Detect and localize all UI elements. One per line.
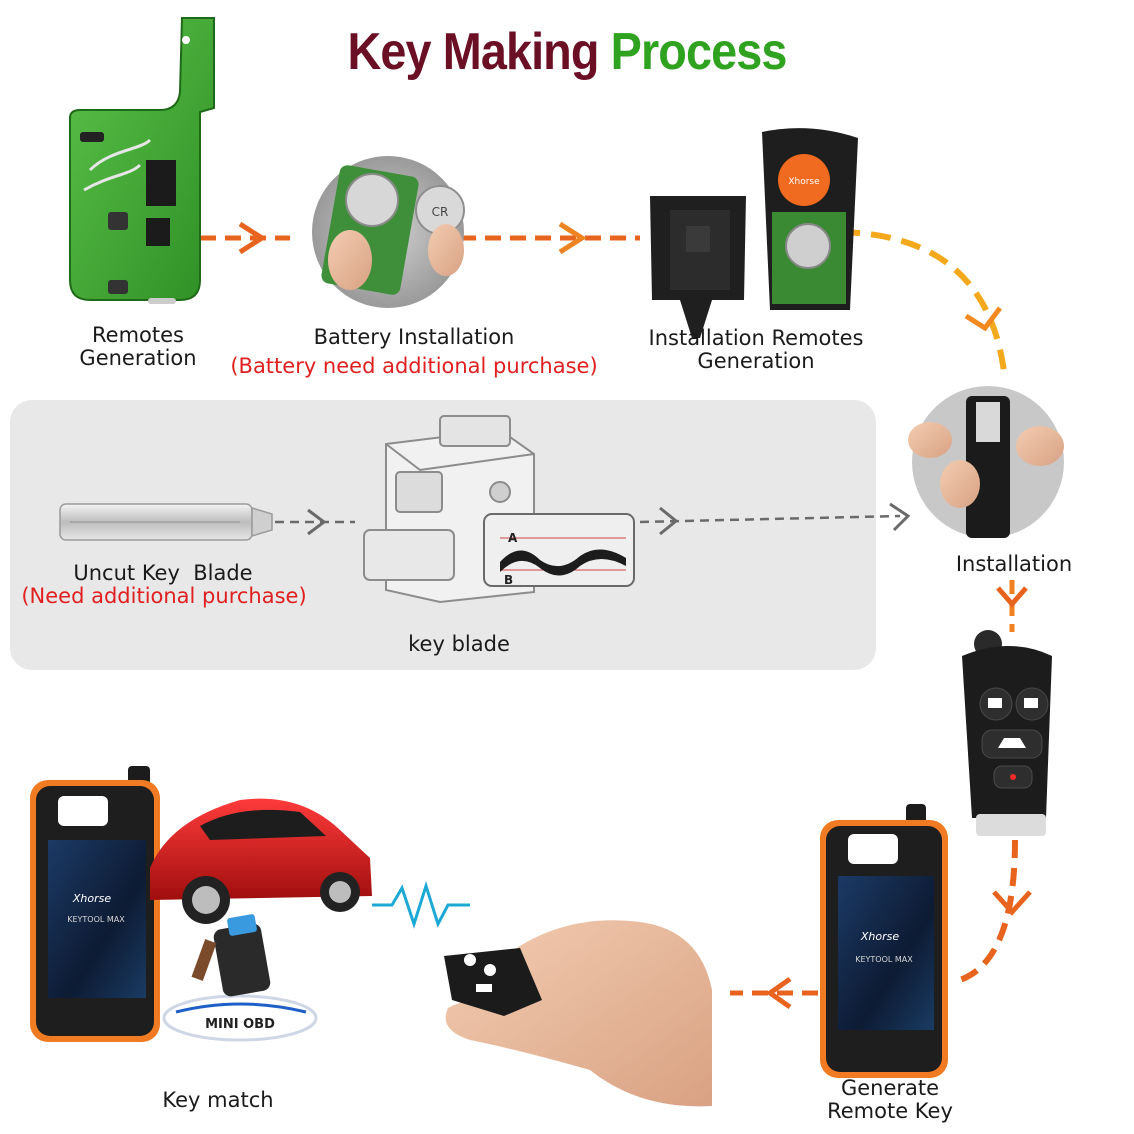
remote-pcb-image	[69, 17, 215, 304]
label-installation-remotes-generation: Installation Remotes Generation	[640, 327, 872, 373]
arrow-battery-to-shell	[460, 221, 640, 255]
key-cutting-machine-image: A B	[363, 415, 635, 604]
label-battery-note: (Battery need additional purchase)	[230, 354, 598, 378]
hand-holding-key-image	[444, 920, 712, 1107]
track-a-label: A	[508, 531, 518, 545]
title-part-2: Process	[610, 23, 788, 81]
device-screen-text-left: KEYTOOL MAX	[67, 915, 125, 924]
arrow-installation-to-key	[996, 580, 1028, 632]
label-installation-remotes-line2: Generation	[697, 349, 815, 373]
label-uncut-key-blade: Uncut Key Blade	[73, 561, 253, 585]
label-uncut-note: (Need additional purchase)	[21, 584, 307, 608]
label-generate-line2: Remote Key	[827, 1099, 953, 1123]
red-car-image	[150, 798, 372, 924]
label-installation-remotes-line1: Installation Remotes	[648, 326, 864, 350]
track-b-label: B	[504, 573, 513, 587]
arrow-device-to-handheld	[730, 976, 818, 1010]
label-key-match: Key match	[162, 1088, 274, 1112]
arrow-pcb-to-battery	[200, 221, 290, 255]
device-brand-left: Xhorse	[72, 892, 111, 905]
label-generate-remote-key: Generate Remote Key	[812, 1077, 968, 1123]
arrow-shell-to-installation	[839, 229, 1008, 381]
svg-text:CR: CR	[432, 205, 449, 219]
label-installation: Installation	[955, 552, 1073, 576]
label-remotes-generation-line1: Remotes	[92, 323, 184, 347]
device-brand-right: Xhorse	[860, 930, 899, 943]
arrow-key-to-device	[958, 839, 1032, 983]
battery-install-image: CR	[312, 156, 465, 308]
device-screen-text-right: KEYTOOL MAX	[855, 955, 913, 964]
arrow-machine-to-installation	[639, 502, 911, 536]
mini-obd-adapter-image: MINI OBD	[162, 914, 318, 1042]
label-generate-line1: Generate	[840, 1076, 940, 1100]
title-part-1: Key Making	[347, 23, 599, 81]
label-remotes-generation: Remotes Generation	[58, 324, 218, 370]
signal-wave-icon	[372, 881, 470, 929]
page-title: Key Making Process	[57, 22, 1078, 82]
label-key-blade: key blade	[408, 632, 510, 656]
label-remotes-generation-line2: Generation	[79, 346, 197, 370]
finished-remote-key-image	[962, 630, 1052, 836]
arrow-blade-to-machine	[275, 508, 355, 536]
keytool-max-device-right: Xhorse KEYTOOL MAX	[820, 804, 948, 1078]
uncut-blade-image	[59, 503, 273, 541]
label-battery-installation: Battery Installation	[313, 325, 515, 349]
installation-image	[908, 386, 1064, 538]
keytool-max-device-left: Xhorse KEYTOOL MAX	[30, 766, 160, 1042]
open-shell-image: Xhorse	[650, 128, 858, 338]
mini-obd-text: MINI OBD	[205, 1017, 275, 1032]
svg-text:Xhorse: Xhorse	[788, 177, 820, 187]
